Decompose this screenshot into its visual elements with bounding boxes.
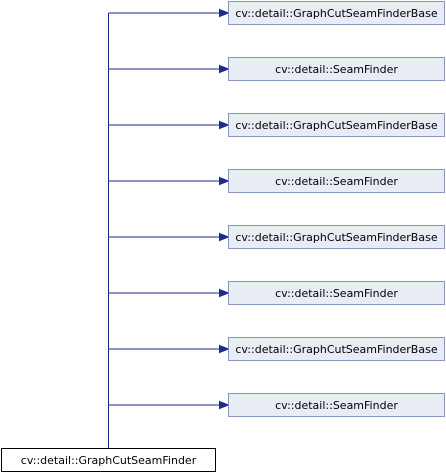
edge-arrowhead-0 [219, 8, 230, 18]
edge-arrowhead-2 [219, 120, 230, 130]
parent-node-box[interactable] [228, 57, 445, 81]
edge-arrowhead-4 [219, 232, 230, 242]
parent-node-box[interactable] [228, 281, 445, 305]
parent-node-5[interactable]: cv::detail::SeamFinder [228, 281, 445, 305]
parent-node-box[interactable] [228, 169, 445, 193]
nodes-layer: cv::detail::GraphCutSeamFinderBasecv::de… [228, 1, 445, 417]
edge-arrowhead-1 [219, 64, 230, 74]
child-node-label: cv::detail::GraphCutSeamFinder [21, 454, 197, 467]
edges-layer [108, 8, 230, 449]
parent-node-1[interactable]: cv::detail::SeamFinder [228, 57, 445, 81]
parent-node-box[interactable] [228, 337, 445, 361]
parent-node-box[interactable] [228, 1, 445, 25]
parent-node-0[interactable]: cv::detail::GraphCutSeamFinderBase [228, 1, 445, 25]
parent-node-label: cv::detail::SeamFinder [275, 63, 398, 76]
parent-node-box[interactable] [228, 225, 445, 249]
parent-node-label: cv::detail::GraphCutSeamFinderBase [235, 343, 437, 356]
child-node[interactable]: cv::detail::GraphCutSeamFinder [1, 448, 216, 472]
edge-arrowhead-7 [219, 400, 230, 410]
parent-node-box[interactable] [228, 393, 445, 417]
parent-node-label: cv::detail::GraphCutSeamFinderBase [235, 231, 437, 244]
edge-arrowhead-3 [219, 176, 230, 186]
parent-node-3[interactable]: cv::detail::SeamFinder [228, 169, 445, 193]
parent-node-label: cv::detail::SeamFinder [275, 175, 398, 188]
parent-node-4[interactable]: cv::detail::GraphCutSeamFinderBase [228, 225, 445, 249]
parent-node-label: cv::detail::SeamFinder [275, 399, 398, 412]
edge-arrowhead-5 [219, 288, 230, 298]
parent-node-label: cv::detail::GraphCutSeamFinderBase [235, 7, 437, 20]
parent-node-label: cv::detail::SeamFinder [275, 287, 398, 300]
parent-node-2[interactable]: cv::detail::GraphCutSeamFinderBase [228, 113, 445, 137]
parent-node-label: cv::detail::GraphCutSeamFinderBase [235, 119, 437, 132]
parent-node-box[interactable] [228, 113, 445, 137]
parent-node-7[interactable]: cv::detail::SeamFinder [228, 393, 445, 417]
edge-arrowhead-6 [219, 344, 230, 354]
parent-node-6[interactable]: cv::detail::GraphCutSeamFinderBase [228, 337, 445, 361]
